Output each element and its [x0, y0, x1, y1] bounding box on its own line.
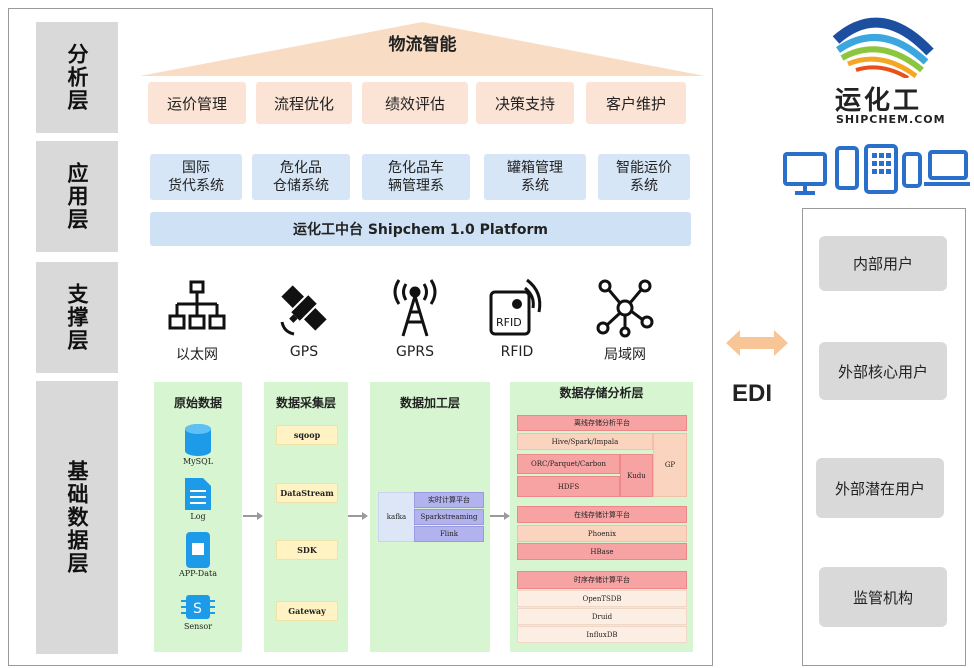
offline-orc: ORC/Parquet/Carbon	[517, 454, 620, 474]
offline-gp: GP	[653, 433, 687, 497]
devices-icon	[783, 144, 970, 195]
analysis-item: 流程优化	[256, 82, 352, 124]
lan-hub-icon	[596, 279, 654, 338]
logo-name: 运化工	[835, 86, 923, 116]
support-label: GPS	[289, 344, 319, 360]
online-item: Phoenix	[517, 525, 687, 542]
application-item: 国际 货代系统	[150, 154, 242, 200]
collect-item: Gateway	[276, 601, 338, 621]
platform-bar: 运化工中台 Shipchem 1.0 Platform	[150, 212, 691, 246]
users-frame	[802, 208, 966, 666]
support-item-lan: 局域网	[580, 278, 670, 364]
shipchem-logo-mark	[832, 17, 934, 78]
flow-arrow	[243, 512, 263, 520]
offline-platform-title: 离线存储分析平台	[517, 415, 687, 431]
support-item-gps: GPS	[259, 278, 349, 360]
flow-arrow	[490, 512, 510, 520]
process-item: Flink	[414, 526, 484, 542]
layer-label-application: 应用层	[36, 141, 118, 252]
log-document-icon	[185, 478, 211, 510]
edi-label: EDI	[732, 380, 773, 407]
svg-text:RFID: RFID	[496, 316, 522, 329]
database-icon	[185, 424, 211, 456]
collect-title: 数据采集层	[275, 396, 336, 410]
support-label: RFID	[500, 344, 534, 360]
support-item-ethernet: 以太网	[152, 278, 242, 364]
raw-item-log: Log	[154, 476, 242, 521]
analysis-item: 决策支持	[476, 82, 574, 124]
layer-label-base: 基础数据层	[36, 381, 118, 654]
raw-item-label: Log	[190, 512, 206, 521]
collect-item: sqoop	[276, 425, 338, 445]
raw-data-panel: 原始数据 MySQL Log APP-Data S Sensor	[154, 382, 242, 652]
satellite-icon	[280, 285, 327, 336]
online-platform-title: 在线存储计算平台	[517, 506, 687, 523]
analysis-item: 客户维护	[586, 82, 686, 124]
network-icon	[168, 280, 226, 330]
process-title: 数据加工层	[399, 396, 460, 410]
layer-label-analysis: 分析层	[36, 22, 118, 133]
raw-item-sensor: S Sensor	[154, 592, 242, 631]
logo-subtitle: SHIPCHEM.COM	[836, 113, 946, 126]
analysis-item: 运价管理	[148, 82, 246, 124]
process-item: Sparkstreaming	[414, 509, 484, 525]
layer-label-support: 支撑层	[36, 262, 118, 373]
storage-title: 数据存储分析层	[559, 386, 644, 400]
support-item-gprs: GPRS	[370, 278, 460, 360]
sensor-chip-icon: S	[181, 595, 215, 619]
application-item: 危化品车 辆管理系	[362, 154, 470, 200]
antenna-tower-icon	[393, 279, 437, 337]
double-arrow-icon	[726, 330, 788, 356]
analysis-item: 绩效评估	[362, 82, 468, 124]
analysis-title: 物流智能	[388, 35, 457, 55]
app-phone-icon	[186, 532, 210, 568]
svg-text:S: S	[193, 601, 202, 617]
ts-platform-title: 时序存储计算平台	[517, 571, 687, 589]
rfid-icon: RFID	[489, 278, 542, 336]
collect-item: DataStream	[276, 483, 338, 503]
offline-hive: Hive/Spark/Impala	[517, 433, 653, 450]
raw-item-label: Sensor	[183, 622, 213, 631]
user-group: 外部核心用户	[819, 342, 947, 400]
online-item: HBase	[517, 543, 687, 560]
raw-item-label: APP-Data	[179, 569, 217, 578]
support-label: 以太网	[176, 347, 218, 363]
support-label: 局域网	[604, 347, 646, 363]
ts-item: Druid	[517, 608, 687, 625]
application-item: 智能运价 系统	[598, 154, 690, 200]
application-item: 罐箱管理 系统	[484, 154, 586, 200]
offline-kudu: Kudu	[620, 454, 653, 497]
support-label: GPRS	[396, 344, 434, 360]
realtime-platform-title: 实时计算平台	[414, 492, 484, 508]
raw-item-app: APP-Data	[154, 531, 242, 578]
collect-item: SDK	[276, 540, 338, 560]
ts-item: InfluxDB	[517, 626, 687, 643]
flow-arrow	[348, 512, 368, 520]
support-item-rfid: RFID RFID	[472, 278, 562, 360]
application-item: 危化品 仓储系统	[252, 154, 350, 200]
raw-data-title: 原始数据	[173, 396, 222, 410]
kafka-box: kafka	[378, 492, 415, 542]
ts-item: OpenTSDB	[517, 590, 687, 607]
raw-item-label: MySQL	[182, 457, 214, 466]
offline-hdfs: HDFS	[517, 476, 620, 497]
raw-item-mysql: MySQL	[154, 423, 242, 466]
architecture-frame	[8, 8, 713, 666]
user-group: 监管机构	[819, 567, 947, 627]
user-group: 内部用户	[819, 236, 947, 291]
user-group: 外部潜在用户	[816, 458, 944, 518]
